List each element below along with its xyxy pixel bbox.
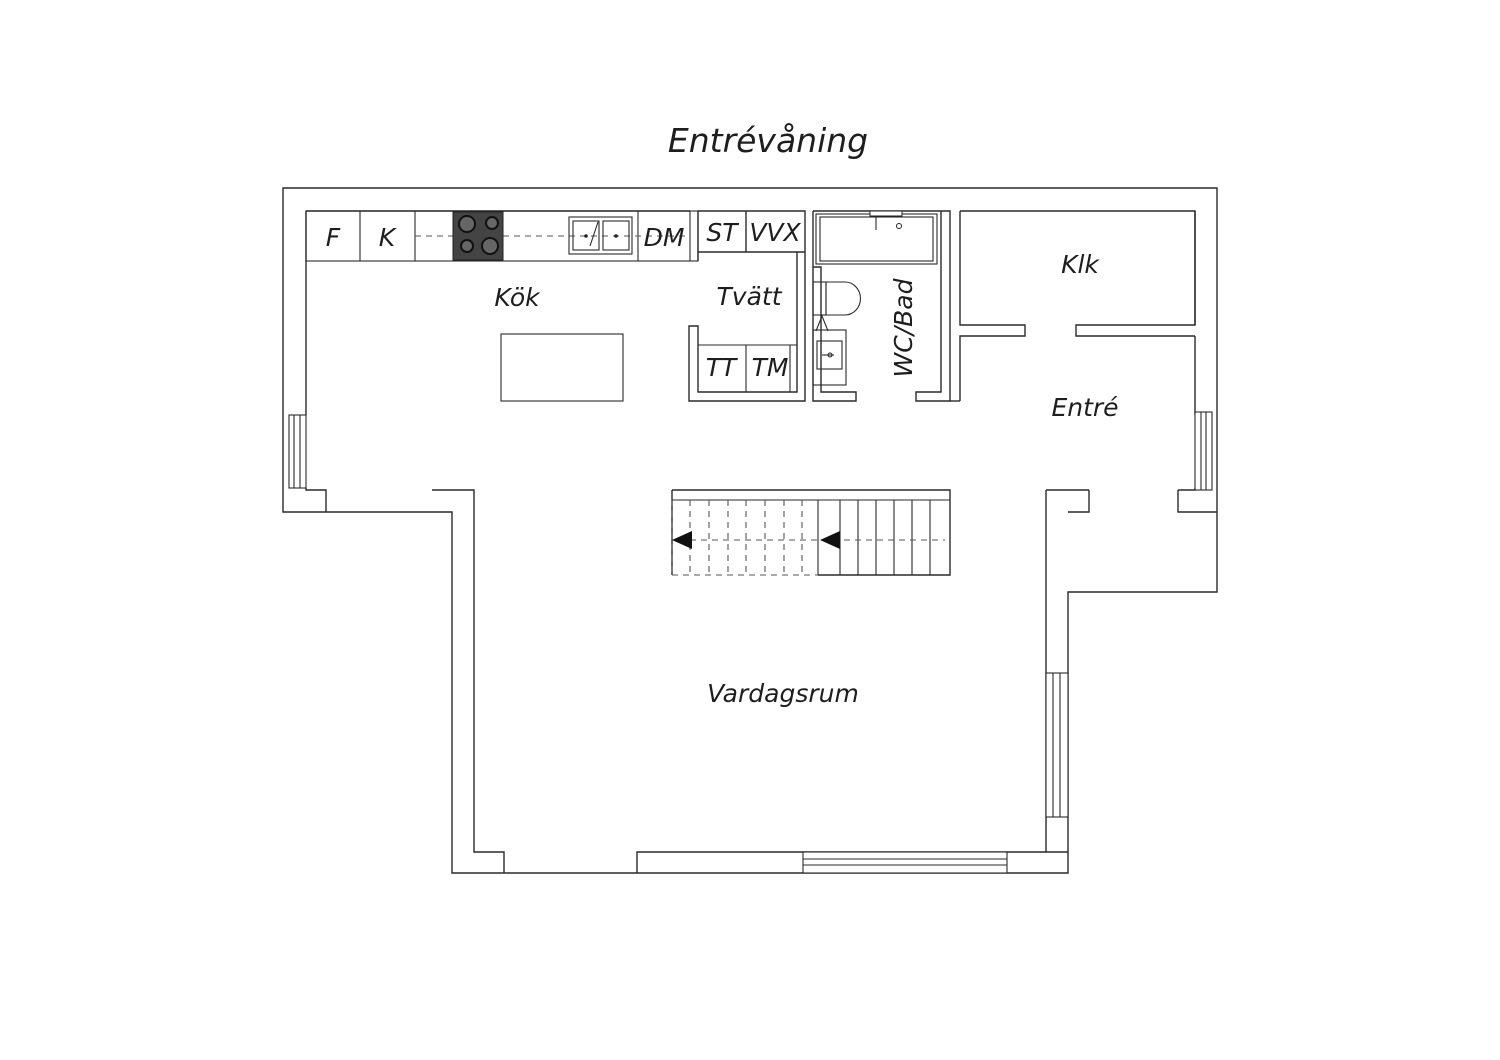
dryer-label: TT <box>706 353 738 382</box>
window-east <box>1045 672 1069 818</box>
plan-title: Entrévåning <box>668 121 868 160</box>
room-label-entre: Entré <box>1051 393 1118 422</box>
room-label-vardagsrum: Vardagsrum <box>707 679 859 708</box>
window-west <box>288 414 307 489</box>
stair-arrow-icon <box>672 531 692 549</box>
room-label-kok: Kök <box>494 283 541 312</box>
sink-icon <box>568 216 633 255</box>
kitchen-island <box>500 333 624 402</box>
washer-label: TM <box>752 353 789 382</box>
dishwasher-label: DM <box>644 223 685 252</box>
windows <box>288 411 1213 874</box>
staircase <box>671 489 951 576</box>
bathtub-faucet-icon <box>869 210 903 230</box>
room-label-tvatt: Tvätt <box>717 282 783 311</box>
closet-and-entrance <box>950 210 1196 402</box>
window-south <box>802 851 1008 874</box>
fridge-label: F <box>326 223 341 252</box>
laundry-room: ST VVX TT TM <box>688 210 806 402</box>
washbasin-icon <box>812 314 847 386</box>
bathroom: WC/Bad <box>812 210 951 402</box>
freezer-label: K <box>379 223 398 252</box>
room-label-wc-bad: WC/Bad <box>889 278 918 377</box>
kitchen-counter: F K DM <box>305 210 699 262</box>
cooktop-icon <box>452 211 504 261</box>
water-heater-label: VVX <box>749 218 801 247</box>
stair-arrow-icon <box>820 531 840 549</box>
storage-label: ST <box>706 218 739 247</box>
toilet-icon <box>812 281 862 316</box>
room-label-klk: Klk <box>1061 250 1100 279</box>
window-entre <box>1194 411 1213 491</box>
